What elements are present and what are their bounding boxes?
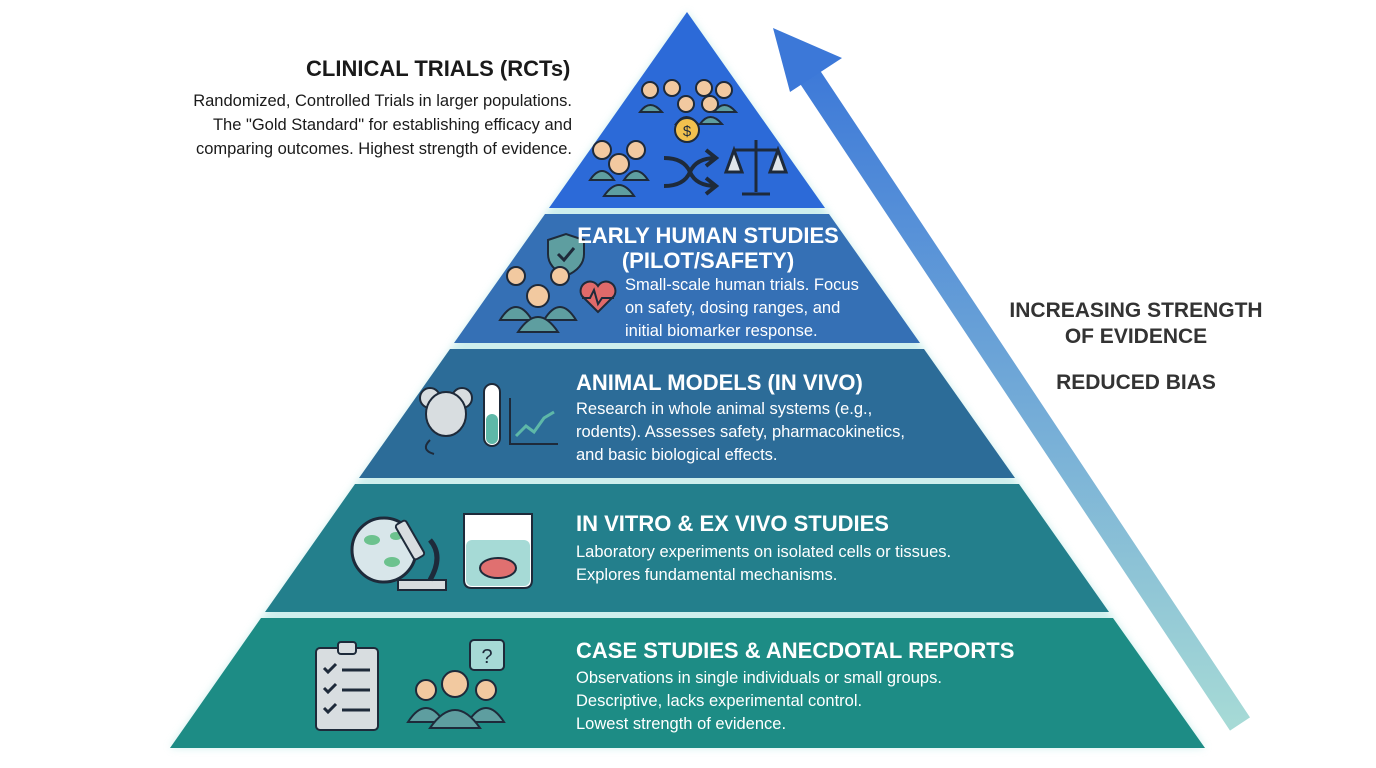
- tier-in-vitro-description: Laboratory experiments on isolated cells…: [576, 541, 951, 587]
- description-line: The "Gold Standard" for establishing eff…: [212, 116, 572, 134]
- clinical-trials-description: Randomized, Controlled Trials in larger …: [193, 89, 572, 161]
- tier-in-vitro-title: IN VITRO & EX VIVO STUDIES: [576, 511, 889, 536]
- balance-scale-icon: [723, 140, 789, 196]
- people-group-icon: [498, 266, 578, 333]
- reduced-bias-label: REDUCED BIAS: [1056, 371, 1216, 394]
- heart-rate-icon: [579, 280, 617, 314]
- people-groups-icon: [588, 79, 739, 197]
- people-question-icon: ?: [406, 639, 506, 729]
- arrow-label-line: OF EVIDENCE: [1064, 325, 1208, 348]
- tier-animal-models-description: Research in whole animal systems (e.g., …: [576, 398, 905, 467]
- line-chart-icon: [509, 398, 558, 445]
- description-line: Research in whole animal systems (e.g.,: [576, 400, 873, 418]
- description-line: Lowest strength of evidence.: [576, 715, 787, 733]
- shuffle-icon: [663, 148, 720, 196]
- tier-case-studies-title: CASE STUDIES & ANECDOTAL REPORTS: [576, 638, 1015, 663]
- description-line: Small-scale human trials. Focus: [625, 276, 859, 294]
- tier-animal-models: [359, 349, 1015, 478]
- description-line: Randomized, Controlled Trials in larger …: [193, 92, 572, 110]
- clinical-trials-title: CLINICAL TRIALS (RCTs): [306, 56, 571, 81]
- microscope-icon: [394, 519, 447, 591]
- description-line: Explores fundamental mechanisms.: [576, 566, 838, 584]
- arrow-label-line: INCREASING STRENGTH: [1009, 299, 1263, 322]
- shield-check-icon: [547, 232, 585, 278]
- description-line: on safety, dosing ranges, and: [625, 299, 841, 317]
- svg-text:$: $: [683, 123, 692, 140]
- description-line: and basic biological effects.: [576, 446, 778, 464]
- arrow-label: INCREASING STRENGTH OF EVIDENCE REDUCED …: [1000, 298, 1272, 396]
- description-line: initial biomarker response.: [625, 322, 818, 340]
- title-line: EARLY HUMAN STUDIES: [577, 223, 839, 248]
- tier-case-studies-description: Observations in single individuals or sm…: [576, 667, 942, 736]
- title-line: (PILOT/SAFETY): [621, 248, 795, 273]
- tier-early-human-description: Small-scale human trials. Focus on safet…: [625, 274, 859, 343]
- clipboard-checklist-icon: [315, 641, 379, 731]
- description-line: Descriptive, lacks experimental control.: [576, 692, 863, 710]
- tier-early-human-title: EARLY HUMAN STUDIES (PILOT/SAFETY): [577, 223, 839, 273]
- mouse-icon: [419, 387, 473, 455]
- description-line: rodents). Assesses safety, pharmacokinet…: [576, 423, 905, 441]
- beaker-tissue-icon: [463, 513, 533, 589]
- description-line: Observations in single individuals or sm…: [576, 669, 942, 687]
- test-tube-icon: [483, 383, 501, 447]
- description-line: comparing outcomes. Highest strength of …: [195, 140, 572, 158]
- increasing-evidence-arrow: [773, 28, 1250, 731]
- svg-text:?: ?: [481, 646, 492, 668]
- coin-icon: $: [674, 117, 700, 143]
- description-line: Laboratory experiments on isolated cells…: [576, 543, 952, 561]
- tier-animal-models-title: ANIMAL MODELS (IN VIVO): [576, 370, 863, 395]
